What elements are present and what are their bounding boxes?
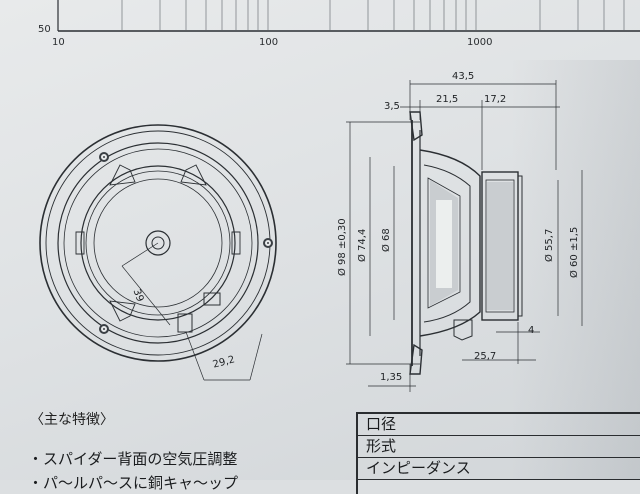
spec-row-impedance: インピーダンス xyxy=(358,458,640,480)
dim-dia-74-4: Ø 74,4 xyxy=(357,228,368,262)
feature-item-1: ・スパイダー背面の空気圧調整 xyxy=(28,450,238,468)
dim-21-5: 21,5 xyxy=(436,94,459,105)
dim-dia-98: Ø 98 ±0,30 xyxy=(337,218,348,276)
dim-1-35: 1,35 xyxy=(380,372,403,383)
dim-17-2: 17,2 xyxy=(484,94,507,105)
frequency-graph-grid xyxy=(57,0,640,32)
page-shadow xyxy=(510,60,640,480)
dim-dia-60: Ø 60 ±1,5 xyxy=(569,226,580,278)
datasheet-page xyxy=(0,0,640,480)
spec-table: 口径 形式 インピーダンス xyxy=(356,412,640,494)
dim-3-5: 3,5 xyxy=(384,101,400,112)
dim-43-5: 43,5 xyxy=(452,71,475,82)
spec-row-type: 形式 xyxy=(358,436,640,458)
graph-x-tick-1000: 1000 xyxy=(467,37,493,48)
spec-row-diameter: 口径 xyxy=(358,414,640,436)
features-title: 〈主な特徴〉 xyxy=(30,412,114,428)
speaker-front-view xyxy=(39,124,277,381)
feature-item-2: ・パ〜ルパ〜スに銅キャ〜ップ xyxy=(28,474,239,492)
dim-4: 4 xyxy=(528,325,535,336)
dim-dia-68: Ø 68 xyxy=(381,228,392,252)
graph-y-tick: 50 xyxy=(38,24,51,35)
dim-dia-55-7: Ø 55,7 xyxy=(544,228,555,262)
graph-x-tick-10: 10 xyxy=(52,37,65,48)
graph-x-tick-100: 100 xyxy=(259,37,279,48)
speaker-side-view xyxy=(346,80,583,392)
dim-25-7: 25,7 xyxy=(474,351,497,362)
